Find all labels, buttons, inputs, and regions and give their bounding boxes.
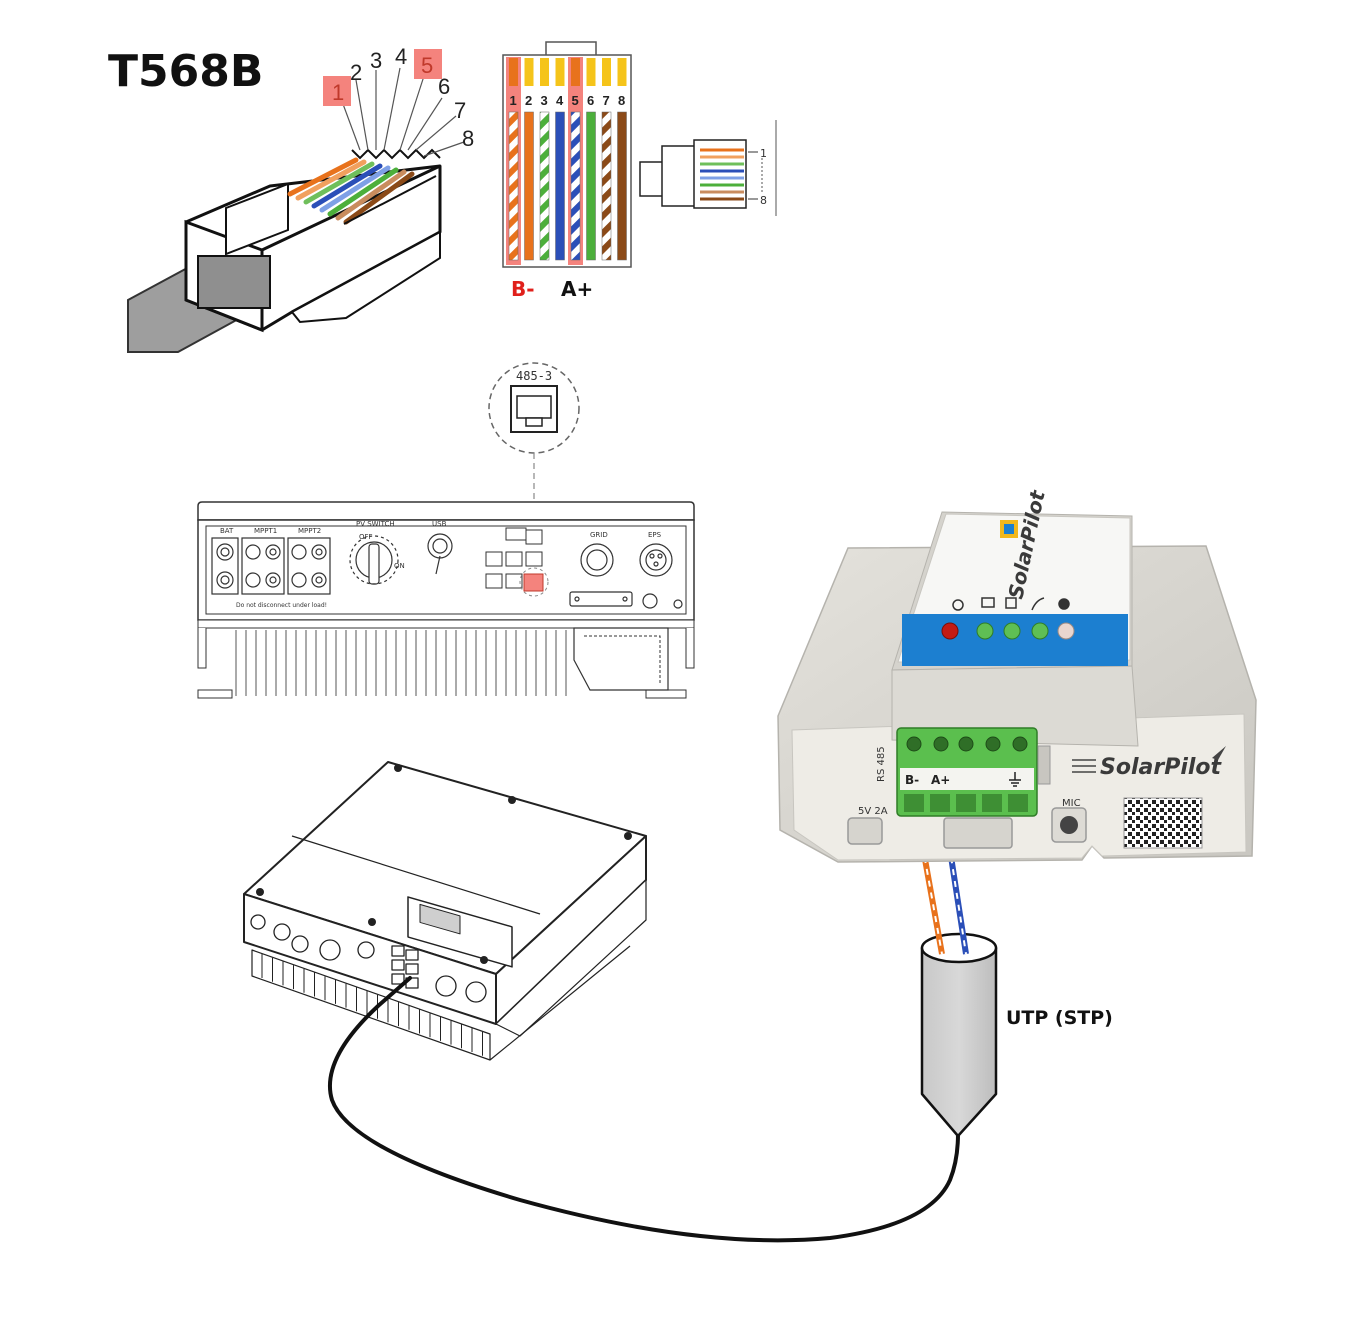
contact-pin-7 xyxy=(602,58,611,86)
port-callout: 485-3 xyxy=(488,362,580,570)
rj45-side-view: 1 8 xyxy=(639,120,777,216)
terminal-a-label: A+ xyxy=(931,773,950,787)
inverter-warning-label: Do not disconnect under load! xyxy=(236,602,327,609)
port-485-3-highlight xyxy=(523,573,544,592)
cable-label: UTP (STP) xyxy=(1006,1007,1113,1029)
wire-orange xyxy=(524,111,534,261)
ethernet-port xyxy=(943,817,1013,849)
qr-code xyxy=(1123,797,1203,849)
wire-orange-white xyxy=(508,111,519,261)
front-brand-label: SolarPilot xyxy=(1100,755,1223,780)
grid-pin-number-8: 8 xyxy=(618,93,625,108)
side-view-pin-1: 1 xyxy=(760,147,767,160)
pin-number-8: 8 xyxy=(462,126,474,151)
contact-pin-1 xyxy=(509,58,518,86)
port-callout-label: 485-3 xyxy=(516,369,552,383)
power-icon xyxy=(952,599,964,611)
wire-blue-white xyxy=(570,111,581,261)
pin-number-3: 3 xyxy=(370,48,382,73)
grid-pin-number-2: 2 xyxy=(525,93,532,108)
status-led-strip xyxy=(902,614,1128,666)
rs485-label: RS 485 xyxy=(876,746,887,782)
pin-number-1: 1 xyxy=(332,80,344,105)
contact-pin-6 xyxy=(586,58,596,86)
power-port xyxy=(847,817,883,845)
grid-pin-number-1: 1 xyxy=(510,93,517,108)
wire-blue xyxy=(555,111,565,261)
inverter-grid-label: GRID xyxy=(590,531,608,539)
pin-1-highlight xyxy=(323,76,351,106)
terminal-b-label: B- xyxy=(905,773,919,787)
pin-number-2: 2 xyxy=(350,60,362,85)
solar-panel-logo-icon xyxy=(1000,520,1018,538)
pin-number-7: 7 xyxy=(454,98,466,123)
led-wifi xyxy=(1031,622,1049,640)
grid-pin-number-5: 5 xyxy=(572,93,579,108)
inverter-bat-label: BAT xyxy=(220,527,234,535)
inverter-eps-label: EPS xyxy=(648,531,662,539)
inverter-usb-label: USB xyxy=(432,520,447,528)
cloud-icon xyxy=(1058,598,1070,610)
solarpilot-logo-icon xyxy=(1072,759,1096,773)
pin-number-4: 4 xyxy=(395,44,407,69)
led-power xyxy=(941,622,959,640)
wifi-icon xyxy=(1031,597,1045,611)
grid-pin-number-6: 6 xyxy=(587,93,594,108)
led-cloud xyxy=(1057,622,1075,640)
inverter-mppt1-label: MPPT1 xyxy=(254,527,277,535)
label-a-plus: A+ xyxy=(561,277,593,301)
inverter-mppt2-label: MPPT2 xyxy=(298,527,321,535)
pin-number-6: 6 xyxy=(438,74,450,99)
data-cable xyxy=(327,976,960,1243)
inverter-pv-switch-label: PV SWITCH xyxy=(356,520,395,528)
wire-green-white xyxy=(539,111,550,261)
grid-pin-number-3: 3 xyxy=(541,93,548,108)
mic-label: MIC xyxy=(1062,798,1081,809)
computer-icon xyxy=(981,597,995,608)
wire-brown-white xyxy=(601,111,612,261)
led-computer xyxy=(976,622,994,640)
inverter-isometric xyxy=(243,761,647,1061)
pin-5-highlight xyxy=(414,49,442,79)
standard-title: T568B xyxy=(108,46,263,97)
network-icon xyxy=(1005,597,1017,609)
solarpilot-device: SolarPilot B- A+ xyxy=(777,487,1257,863)
side-view-pin-8: 8 xyxy=(760,194,767,207)
ground-icon xyxy=(1009,772,1021,787)
led-network xyxy=(1003,622,1021,640)
pin-number-5: 5 xyxy=(421,53,433,78)
power-label: 5V 2A xyxy=(858,806,888,817)
rj45-plug-illustration: 1 2 3 4 5 6 7 8 xyxy=(127,44,474,353)
contact-pin-4 xyxy=(555,58,565,86)
inverter-front-panel: BAT MPPT1 MPPT2 PV SWITCH USB GRID EPS O… xyxy=(197,501,695,699)
inverter-on-label: ON xyxy=(394,562,405,570)
label-b-minus: B- xyxy=(511,277,535,301)
contact-pin-3 xyxy=(540,58,549,86)
utp-cable-end xyxy=(920,932,998,1138)
contact-pin-8 xyxy=(617,58,627,86)
arrow-icon xyxy=(1212,746,1226,760)
wire-green xyxy=(586,111,596,261)
contact-pin-5 xyxy=(571,58,580,86)
wire-brown xyxy=(617,111,627,261)
contact-pin-2 xyxy=(524,58,534,86)
grid-pin-number-7: 7 xyxy=(603,93,610,108)
mic-port xyxy=(1060,816,1078,834)
grid-pin-number-4: 4 xyxy=(556,93,564,108)
